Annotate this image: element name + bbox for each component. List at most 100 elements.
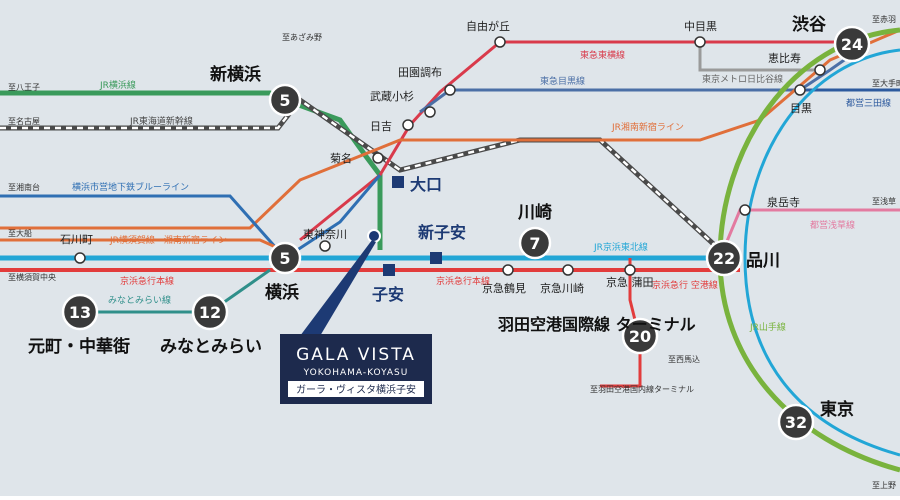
- dir-nagoya: 至名古屋: [8, 116, 40, 126]
- svg-text:22: 22: [713, 249, 735, 268]
- label-oguchi: 大口: [410, 175, 442, 194]
- line-label-minatomirai: みなとみらい線: [108, 294, 171, 306]
- badge-minatomirai: 12: [191, 293, 229, 331]
- line-hibiya: [698, 42, 820, 72]
- property-marker: [367, 229, 381, 243]
- svg-text:24: 24: [841, 35, 863, 54]
- station-dot-keikyu-kamata: [624, 264, 636, 276]
- badge-motomachi: 13: [61, 293, 99, 331]
- label-haneda: 羽田空港国際線 ターミナル: [498, 315, 696, 334]
- badge-tokyo: 32: [777, 403, 815, 441]
- label-keikyu-kamata: 京急 蒲田: [606, 275, 654, 289]
- dir-akabane: 至赤羽: [872, 15, 896, 24]
- station-dot-kikuna: [372, 152, 384, 164]
- svg-text:13: 13: [69, 303, 91, 322]
- station-dot-den-en-chofu: [444, 84, 456, 96]
- dir-takanawa: 至西馬込: [668, 355, 700, 364]
- label-kikuna: 菊名: [330, 151, 352, 165]
- station-dot-meguro: [794, 84, 806, 96]
- line-label-shonan: JR湘南新宿ライン: [611, 121, 684, 133]
- dir-ofuna: 至大船: [8, 228, 32, 238]
- svg-text:7: 7: [529, 234, 540, 253]
- station-dot-sengakuji: [739, 204, 751, 216]
- label-tokyo: 東京: [820, 399, 854, 420]
- line-label-keikyu: 京浜急行本線: [120, 275, 174, 287]
- label-shibuya: 渋谷: [792, 14, 827, 35]
- label-yokohama: 横浜: [265, 282, 299, 303]
- dir-hachioji: 至八王子: [8, 83, 40, 92]
- line-label-keihin: JR京浜東北線: [593, 241, 648, 253]
- label-musashi-kosugi: 武蔵小杉: [370, 89, 414, 103]
- station-dot-hiyoshi: [402, 119, 414, 131]
- label-sengakuji: 泉岳寺: [767, 195, 800, 209]
- dir-azamino: 至あざみ野: [282, 32, 322, 42]
- line-label-airport: 京浜急行 空港線: [652, 279, 718, 291]
- svg-text:12: 12: [199, 303, 221, 322]
- line-yamanote-east: [743, 48, 900, 457]
- label-meguro: 目黒: [790, 102, 812, 115]
- line-label-keikyu-2: 京浜急行本線: [436, 275, 490, 287]
- line-haneda-domestic: [600, 340, 642, 388]
- line-label-jr-yokohama: JR横浜線: [99, 79, 136, 91]
- svg-text:5: 5: [279, 249, 290, 268]
- dir-asakusa: 至浅草: [872, 196, 896, 206]
- station-dot-jiyugaoka: [494, 36, 506, 48]
- label-motomachi: 元町・中華街: [28, 336, 130, 357]
- title-card-name-en: GALA VISTA: [296, 345, 416, 365]
- label-kawasaki: 川崎: [517, 202, 552, 223]
- line-label-yamanote: JR山手線: [749, 321, 786, 333]
- label-shinagawa: 品川: [746, 251, 780, 271]
- title-card-name-ja: ガーラ・ヴィスタ横浜子安: [296, 383, 416, 396]
- station-dot-higashi-kanagawa: [319, 240, 331, 252]
- badge-kawasaki: 7: [518, 226, 552, 260]
- line-label-blue: 横浜市営地下鉄ブルーライン: [72, 181, 189, 193]
- station-dot-musashi-kosugi: [424, 106, 436, 118]
- label-keikyu-tsurumi: 京急鶴見: [482, 281, 526, 295]
- label-nakameguro: 中目黒: [684, 20, 717, 33]
- line-label-hibiya: 東京メトロ日比谷線: [702, 73, 783, 85]
- label-ishikawacho: 石川町: [60, 233, 93, 246]
- svg-text:32: 32: [785, 413, 807, 432]
- label-shin-yokohama: 新横浜: [210, 64, 261, 85]
- line-label-mita: 都営三田線: [846, 97, 891, 109]
- station-dot-keikyu-kawasaki: [562, 264, 574, 276]
- label-jiyugaoka: 自由が丘: [466, 19, 510, 33]
- label-koyasu: 子安: [372, 285, 404, 304]
- station-dot-nakameguro: [694, 36, 706, 48]
- station-dot-keikyu-tsurumi: [502, 264, 514, 276]
- svg-text:20: 20: [629, 327, 651, 346]
- label-hiyoshi: 日吉: [370, 120, 392, 133]
- line-label-toyoko: 東急東横線: [580, 49, 625, 61]
- title-card: GALA VISTA YOKOHAMA-KOYASU ガーラ・ヴィスタ横浜子安: [280, 334, 432, 404]
- dir-shonandai: 至湘南台: [8, 182, 40, 192]
- line-label-meguro: 東急目黒線: [540, 75, 585, 87]
- badge-shinagawa: 22: [705, 239, 743, 277]
- label-ebisu: 恵比寿: [768, 51, 801, 65]
- badge-haneda: 20: [621, 317, 659, 355]
- dir-ueno: 至上野: [872, 481, 896, 490]
- station-square-koyasu: [383, 264, 395, 276]
- dir-haneda-domestic: 至羽田空港国内線ターミナル: [590, 384, 694, 394]
- line-label-shinkansen: JR東海道新幹線: [129, 115, 193, 127]
- line-shonan-shinjuku: [0, 28, 900, 230]
- line-label-yokosuka: JR横須賀線・湘南新宿ライン: [109, 234, 227, 246]
- line-label-asakusa: 都営浅草線: [810, 219, 855, 231]
- badge-yokohama: 5: [268, 241, 302, 275]
- station-dot-ebisu: [814, 64, 826, 76]
- label-den-en-chofu: 田園調布: [398, 65, 442, 79]
- station-square-shin-koyasu: [430, 252, 442, 264]
- badge-shin-yokohama: 5: [268, 83, 302, 117]
- label-higashi-kanagawa: 東神奈川: [303, 227, 347, 241]
- title-card-subtitle-en: YOKOHAMA-KOYASU: [303, 368, 409, 378]
- label-minatomirai: みなとみらい: [160, 337, 262, 357]
- station-square-oguchi: [392, 176, 404, 188]
- label-shin-koyasu: 新子安: [418, 223, 466, 242]
- badge-shibuya: 24: [833, 25, 871, 63]
- station-dot-ishikawacho: [74, 252, 86, 264]
- property-pointer: [300, 240, 376, 336]
- svg-text:5: 5: [279, 91, 290, 110]
- dir-otemachi: 至大手町: [872, 78, 900, 88]
- label-keikyu-kawasaki: 京急川崎: [540, 281, 584, 295]
